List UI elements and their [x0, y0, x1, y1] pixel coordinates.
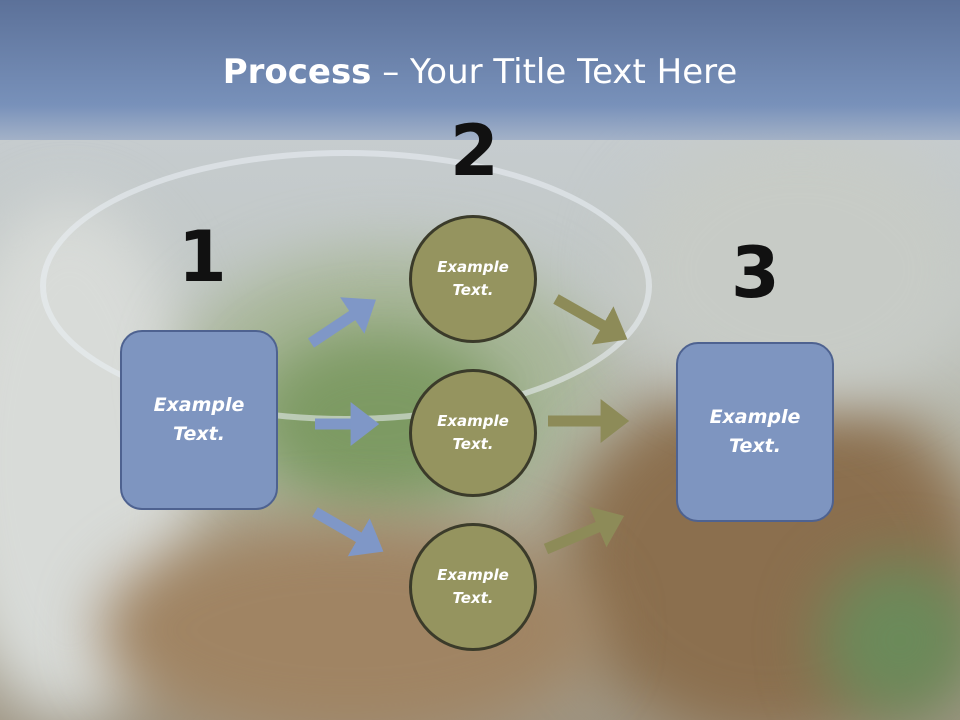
left-box-line-1: Example: [153, 394, 245, 416]
circle-top-line-2: Text.: [452, 281, 494, 299]
circle-middle-line-2: Text.: [452, 435, 494, 453]
step-number-1: 1: [178, 216, 227, 298]
title-bold: Process: [222, 52, 372, 92]
left-box: Example Text.: [120, 330, 278, 510]
arrow-top-to-3: [553, 294, 628, 345]
step-number-3: 3: [731, 232, 780, 314]
arrow-bottom-to-3: [543, 506, 625, 555]
right-box-line-2: Text.: [729, 435, 781, 457]
title-band: [0, 0, 960, 140]
circle-middle: Example Text.: [409, 369, 537, 497]
right-box: Example Text.: [676, 342, 834, 522]
circle-bottom: Example Text.: [409, 523, 537, 651]
arrow-1-to-bottom: [312, 507, 384, 557]
circle-bottom-line-1: Example: [437, 566, 509, 584]
right-box-line-1: Example: [709, 406, 801, 428]
step-number-2: 2: [450, 110, 499, 192]
arrow-1-to-top: [307, 297, 376, 348]
title-rest: – Your Title Text Here: [371, 52, 738, 92]
circle-middle-line-1: Example: [437, 412, 509, 430]
slide-title: Process – Your Title Text Here: [0, 52, 960, 92]
circle-top: Example Text.: [409, 215, 537, 343]
circle-top-line-1: Example: [437, 258, 509, 276]
left-box-line-2: Text.: [173, 423, 225, 445]
circle-bottom-line-2: Text.: [452, 589, 494, 607]
